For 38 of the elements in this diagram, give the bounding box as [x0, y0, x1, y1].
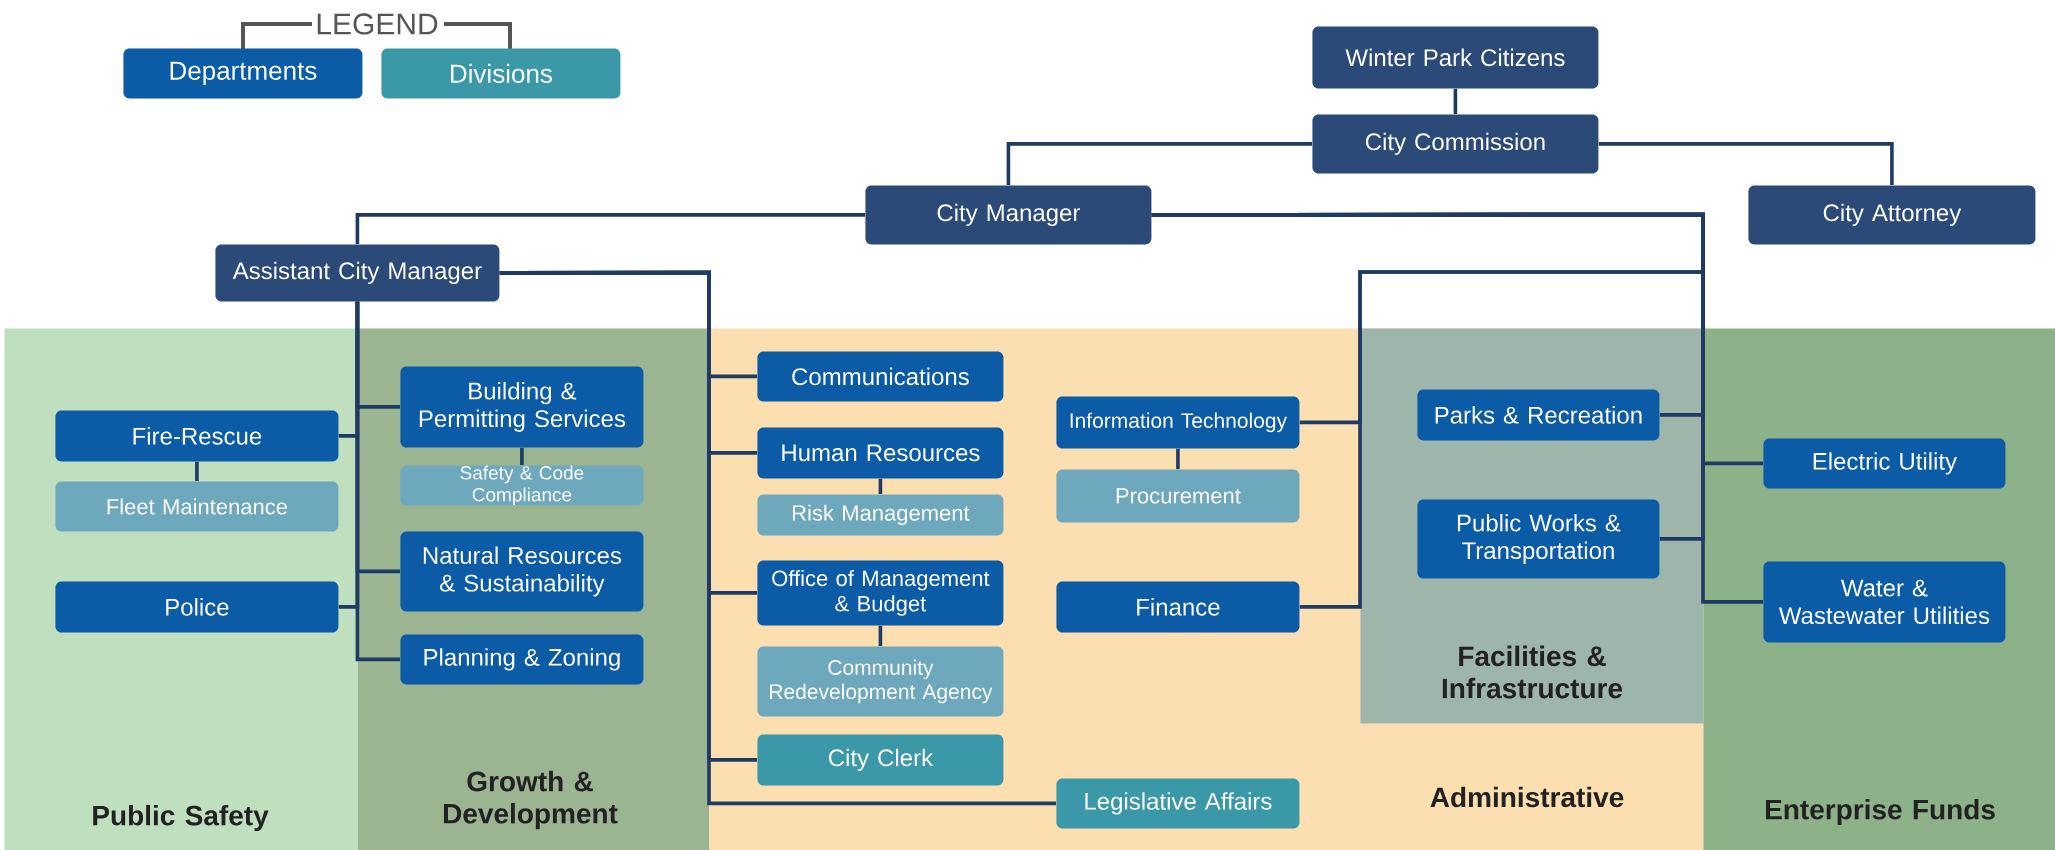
connector-line — [355, 213, 865, 244]
connector-line — [195, 461, 199, 481]
org-box: Human Resources — [757, 427, 1004, 479]
org-box: Public Works & Transportation — [1417, 499, 1660, 579]
org-box: Legislative Affairs — [1056, 778, 1300, 829]
org-box: Police — [55, 581, 339, 633]
org-box: Risk Management — [757, 494, 1004, 536]
org-box: Fleet Maintenance — [55, 481, 339, 532]
org-box: Assistant City Manager — [215, 244, 500, 302]
org-box: City Clerk — [757, 734, 1004, 786]
connector-line — [520, 447, 524, 465]
org-box: Communications — [757, 351, 1004, 402]
connector-line — [355, 301, 400, 662]
org-box: Natural Resources & Sustainability — [400, 531, 644, 612]
org-box: Community Redevelopment Agency — [757, 646, 1004, 717]
org-box: Information Technology — [1056, 396, 1300, 449]
org-box: Winter Park Citizens — [1312, 26, 1599, 89]
org-box: City Attorney — [1748, 185, 2036, 245]
connector-line — [1176, 448, 1180, 469]
org-box: Water & Wastewater Utilities — [1763, 561, 2006, 643]
connector-line — [499, 270, 1056, 806]
org-box: City Commission — [1312, 114, 1599, 174]
connector-line — [1598, 142, 1894, 185]
connector-line — [878, 625, 883, 646]
connector-line — [878, 478, 883, 494]
org-box: Planning & Zoning — [400, 634, 644, 685]
org-box: Safety & Code Compliance — [400, 465, 644, 506]
org-box: Building & Permitting Services — [400, 366, 644, 448]
connector-line — [1453, 88, 1458, 114]
org-box: Fire-Rescue — [55, 410, 339, 462]
org-box: Finance — [1056, 581, 1300, 633]
org-box: Office of Management & Budget — [757, 560, 1004, 626]
org-box: Electric Utility — [1763, 438, 2006, 489]
org-box: Procurement — [1056, 469, 1300, 523]
connector-line — [1006, 142, 1312, 185]
legend-title: LEGEND — [317, 13, 438, 35]
org-box: Parks & Recreation — [1417, 389, 1660, 441]
org-box: City Manager — [865, 185, 1152, 245]
